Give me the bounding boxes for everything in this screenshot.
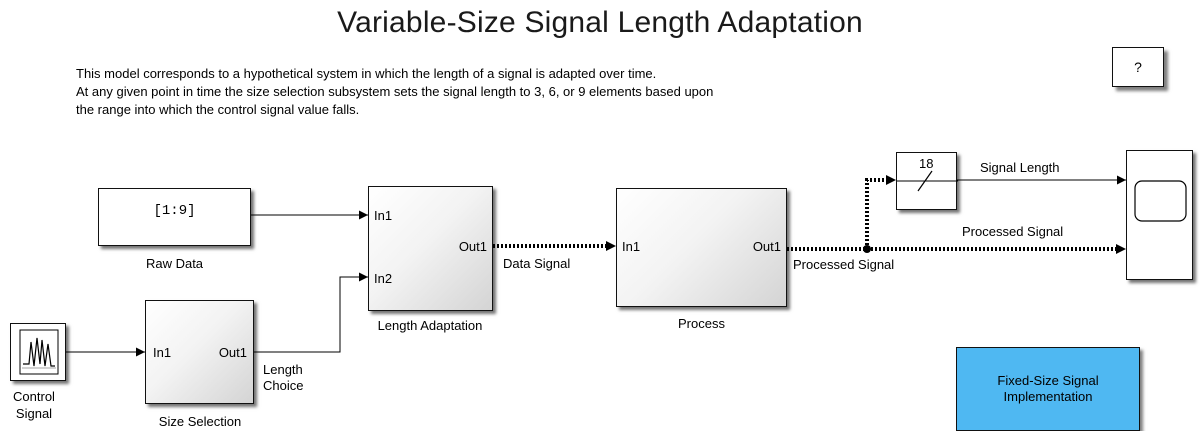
width-block[interactable]: 18 xyxy=(896,152,958,210)
process-block[interactable]: In1 Out1 xyxy=(616,188,787,307)
length-adaptation-out1: Out1 xyxy=(458,239,487,254)
fixed-size-implementation-link[interactable]: Fixed-Size Signal Implementation xyxy=(956,347,1140,431)
size-selection-out1: Out1 xyxy=(218,345,247,360)
description-line-3: the range into which the control signal … xyxy=(76,102,360,117)
control-signal-label-2: Signal xyxy=(15,406,53,421)
signal-builder-icon xyxy=(19,329,59,375)
fixed-size-label-1: Fixed-Size Signal xyxy=(997,373,1099,388)
description-line-2: At any given point in time the size sele… xyxy=(76,84,714,99)
signal-length-label: Signal Length xyxy=(980,160,1060,175)
raw-data-block[interactable]: [1:9] xyxy=(98,188,251,246)
length-choice-label-2: Choice xyxy=(263,378,304,393)
length-adaptation-block[interactable]: In1 In2 Out1 xyxy=(368,186,493,311)
processed-signal-out-label: Processed Signal xyxy=(793,257,895,272)
scope-screen-icon xyxy=(1134,180,1187,222)
width-slash-icon xyxy=(897,170,958,192)
branch-point xyxy=(863,245,871,253)
raw-data-value: [1:9] xyxy=(153,203,196,219)
processed-signal-in-label: Processed Signal xyxy=(962,224,1064,239)
raw-data-value-wrapper: [1:9] xyxy=(99,203,250,219)
scope-block[interactable] xyxy=(1126,150,1193,280)
control-signal-block[interactable] xyxy=(10,323,66,381)
process-label: Process xyxy=(678,316,725,331)
length-adaptation-in2: In2 xyxy=(374,271,393,286)
description-line-1: This model corresponds to a hypothetical… xyxy=(76,66,657,81)
help-button[interactable]: ? xyxy=(1112,47,1164,87)
model-title: Variable-Size Signal Length Adaptation xyxy=(337,6,863,39)
fixed-size-label-2: Implementation xyxy=(1003,389,1093,404)
process-out1: Out1 xyxy=(752,239,781,254)
size-selection-label: Size Selection xyxy=(158,414,242,429)
process-in1: In1 xyxy=(622,239,641,254)
data-signal-label: Data Signal xyxy=(503,256,571,271)
control-signal-label-1: Control xyxy=(13,389,55,404)
length-adaptation-in1: In1 xyxy=(374,208,393,223)
length-choice-label-1: Length xyxy=(263,362,303,377)
wire-length-choice xyxy=(254,272,368,353)
size-selection-in1: In1 xyxy=(153,345,172,360)
wire-branch-width xyxy=(865,178,886,249)
size-selection-block[interactable]: In1 Out1 xyxy=(145,300,254,404)
raw-data-label: Raw Data xyxy=(145,256,204,271)
length-adaptation-label: Length Adaptation xyxy=(377,318,483,333)
width-value: 18 xyxy=(919,156,934,171)
